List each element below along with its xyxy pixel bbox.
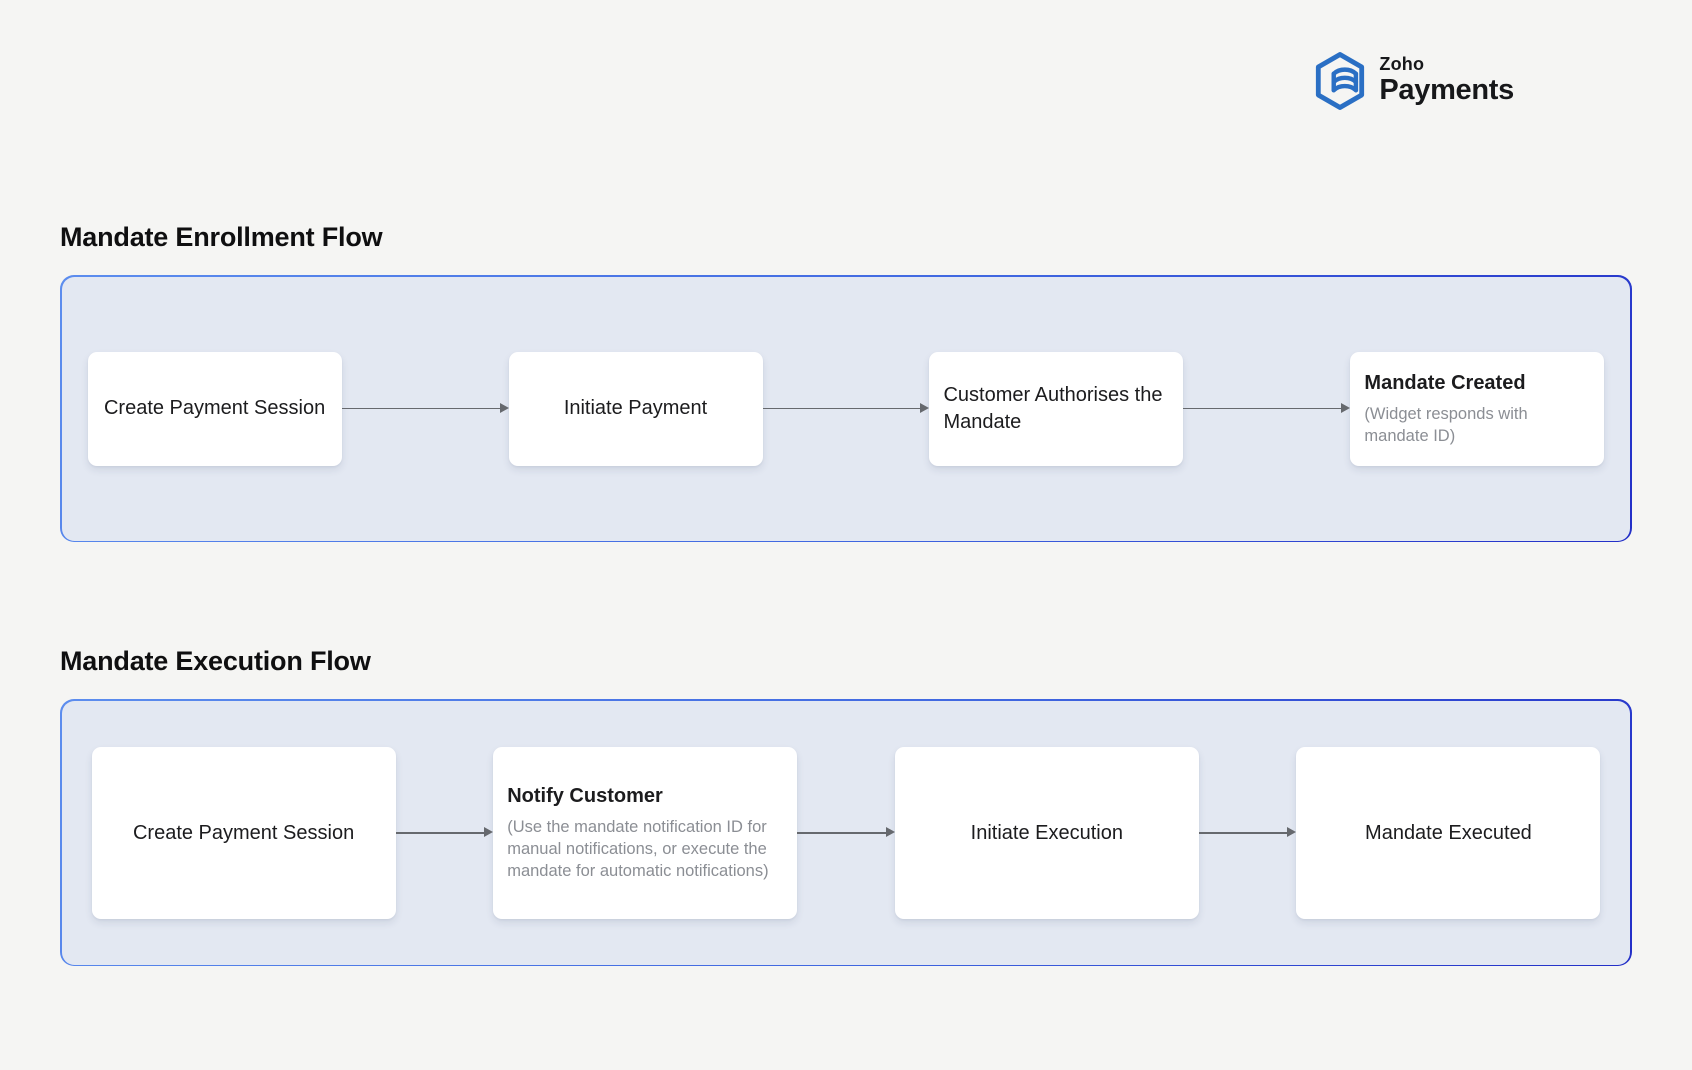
execution-flow-panel: Create Payment Session Notify Customer (Us…	[61, 700, 1631, 965]
enrollment-flow-panel: Create Payment Session Initiate Payment Cu…	[61, 276, 1631, 541]
logo-brand-payments: Payments	[1379, 73, 1514, 106]
flow-step-sublabel: (Use the mandate notification ID for man…	[507, 817, 769, 881]
flow-step: Initiate Payment	[508, 351, 763, 466]
flow-arrow-icon	[395, 828, 494, 837]
enrollment-flow-panel-border: Create Payment Session Initiate Payment Cu…	[60, 275, 1632, 543]
flow-step: Create Payment Session	[87, 351, 342, 466]
zoho-payments-hexagon-stack-icon	[1316, 52, 1365, 110]
flow-step-label: Mandate Executed	[1365, 821, 1532, 844]
execution-flow-title: Mandate Execution Flow	[60, 646, 371, 677]
execution-flow-steps: Create Payment Session Notify Customer (Us…	[91, 746, 1601, 919]
flow-arrow-icon	[1198, 828, 1297, 837]
enrollment-flow-steps: Create Payment Session Initiate Payment Cu…	[87, 351, 1605, 466]
flow-step: Notify Customer (Use the mandate notifica…	[493, 746, 798, 919]
execution-flow-panel-border: Create Payment Session Notify Customer (Us…	[60, 699, 1632, 967]
flow-step-label: Mandate Created	[1364, 372, 1526, 395]
flow-arrow-line	[762, 404, 930, 413]
logo-brand-zoho: Zoho	[1379, 54, 1425, 75]
flow-arrow-icon	[341, 404, 509, 413]
flow-step-label: Create Payment Session	[132, 821, 355, 844]
header: Zoho Payments	[0, 0, 1692, 112]
flow-arrow-icon	[797, 828, 895, 837]
flow-step: Mandate Created (Widget responds with man…	[1350, 351, 1605, 466]
flow-arrow-line	[797, 828, 895, 837]
flow-step-text: Create Payment Session	[90, 395, 339, 421]
flow-step-label: Create Payment Session	[103, 397, 326, 420]
flow-step: Initiate Execution	[894, 746, 1199, 919]
flow-step-label: Notify Customer	[507, 785, 663, 808]
flow-step-text: Initiate Payment	[550, 395, 721, 421]
flow-arrow-line	[1183, 404, 1351, 413]
flow-step-text: Initiate Execution	[957, 820, 1137, 846]
flow-step: Mandate Executed	[1296, 746, 1601, 919]
flow-arrow-line	[1198, 828, 1296, 837]
flow-arrow-line	[395, 828, 493, 837]
zoho-payments-logo: Zoho Payments	[1313, 50, 1514, 112]
flow-step-sublabel: (Widget responds with mandate ID)	[1364, 404, 1528, 445]
flow-step-text: Mandate Created (Widget responds with man…	[1350, 370, 1604, 447]
flow-step-label: Initiate Payment	[563, 397, 708, 420]
flow-arrow-icon	[762, 404, 930, 413]
flow-step-text: Notify Customer (Use the mandate notifica…	[493, 783, 797, 882]
flow-step-text: Mandate Executed	[1351, 820, 1546, 846]
flow-step-label: Initiate Execution	[970, 821, 1123, 844]
flow-step-label: Customer Authorises the Mandate	[943, 384, 1163, 433]
flow-step-text: Customer Authorises the Mandate	[929, 382, 1183, 435]
flow-step: Customer Authorises the Mandate	[929, 351, 1184, 466]
enrollment-flow-title: Mandate Enrollment Flow	[60, 222, 383, 252]
flow-step: Create Payment Session	[91, 746, 396, 919]
flow-step-text: Create Payment Session	[119, 820, 368, 846]
flow-arrow-line	[341, 404, 509, 413]
flow-arrow-icon	[1183, 404, 1351, 413]
logo-wordmark: Zoho Payments	[1379, 54, 1514, 107]
